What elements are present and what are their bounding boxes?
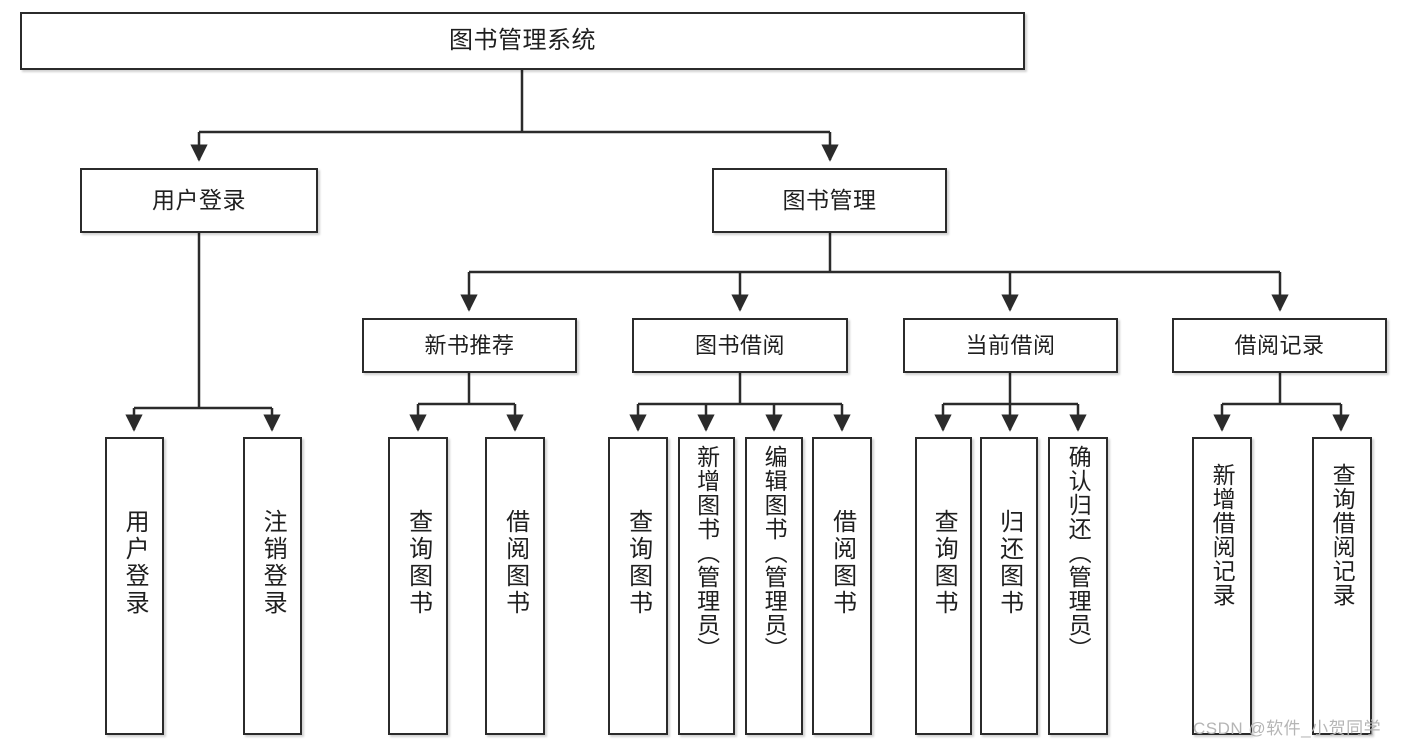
- node-leaf-confirm-return-admin[interactable]: 确认归还（管理员）: [1048, 437, 1108, 735]
- node-leaf-query-book-2[interactable]: 查询图书: [608, 437, 668, 735]
- node-leaf-edit-book-admin[interactable]: 编辑图书（管理员）: [745, 437, 803, 735]
- node-current-borrow[interactable]: 当前借阅: [903, 318, 1118, 373]
- node-user-login[interactable]: 用户登录: [80, 168, 318, 233]
- node-label: 借阅图书: [828, 509, 856, 617]
- node-label: 查询图书: [930, 509, 958, 617]
- node-label: 借阅图书: [501, 509, 529, 617]
- node-leaf-borrow-book-2[interactable]: 借阅图书: [812, 437, 872, 735]
- node-label: 查询图书: [404, 509, 432, 617]
- node-leaf-query-book-3[interactable]: 查询图书: [915, 437, 972, 735]
- node-leaf-return-book[interactable]: 归还图书: [980, 437, 1038, 735]
- node-book-management[interactable]: 图书管理: [712, 168, 947, 233]
- node-label: 新增图书（管理员）: [693, 445, 720, 661]
- node-leaf-query-book-1[interactable]: 查询图书: [388, 437, 448, 735]
- node-leaf-add-borrow-record[interactable]: 新增借阅记录: [1192, 437, 1252, 735]
- node-label: 查询借阅记录: [1329, 463, 1356, 607]
- node-leaf-logout-login[interactable]: 注销登录: [243, 437, 302, 735]
- node-label: 图书管理: [782, 186, 877, 213]
- node-leaf-user-login[interactable]: 用户登录: [105, 437, 164, 735]
- node-root-book-management-system[interactable]: 图书管理系统: [20, 12, 1025, 70]
- node-label: 查询图书: [624, 509, 652, 617]
- node-label: 图书管理系统: [449, 26, 596, 54]
- node-label: 编辑图书（管理员）: [761, 445, 788, 661]
- node-label: 归还图书: [995, 509, 1023, 617]
- node-label: 新书推荐: [424, 332, 515, 358]
- node-label: 确认归还（管理员）: [1065, 445, 1092, 661]
- node-leaf-add-book-admin[interactable]: 新增图书（管理员）: [678, 437, 735, 735]
- node-borrow-record[interactable]: 借阅记录: [1172, 318, 1387, 373]
- watermark-text: CSDN @软件_小贺同学: [1193, 719, 1382, 738]
- node-label: 图书借阅: [694, 332, 785, 358]
- node-label: 用户登录: [121, 509, 149, 617]
- node-leaf-borrow-book-1[interactable]: 借阅图书: [485, 437, 545, 735]
- node-leaf-query-borrow-record[interactable]: 查询借阅记录: [1312, 437, 1372, 735]
- node-book-borrow[interactable]: 图书借阅: [632, 318, 848, 373]
- node-label: 注销登录: [259, 509, 287, 617]
- node-label: 借阅记录: [1234, 332, 1325, 358]
- node-new-book-recommend[interactable]: 新书推荐: [362, 318, 577, 373]
- node-label: 用户登录: [152, 186, 246, 213]
- node-label: 新增借阅记录: [1209, 463, 1236, 607]
- node-label: 当前借阅: [965, 332, 1056, 358]
